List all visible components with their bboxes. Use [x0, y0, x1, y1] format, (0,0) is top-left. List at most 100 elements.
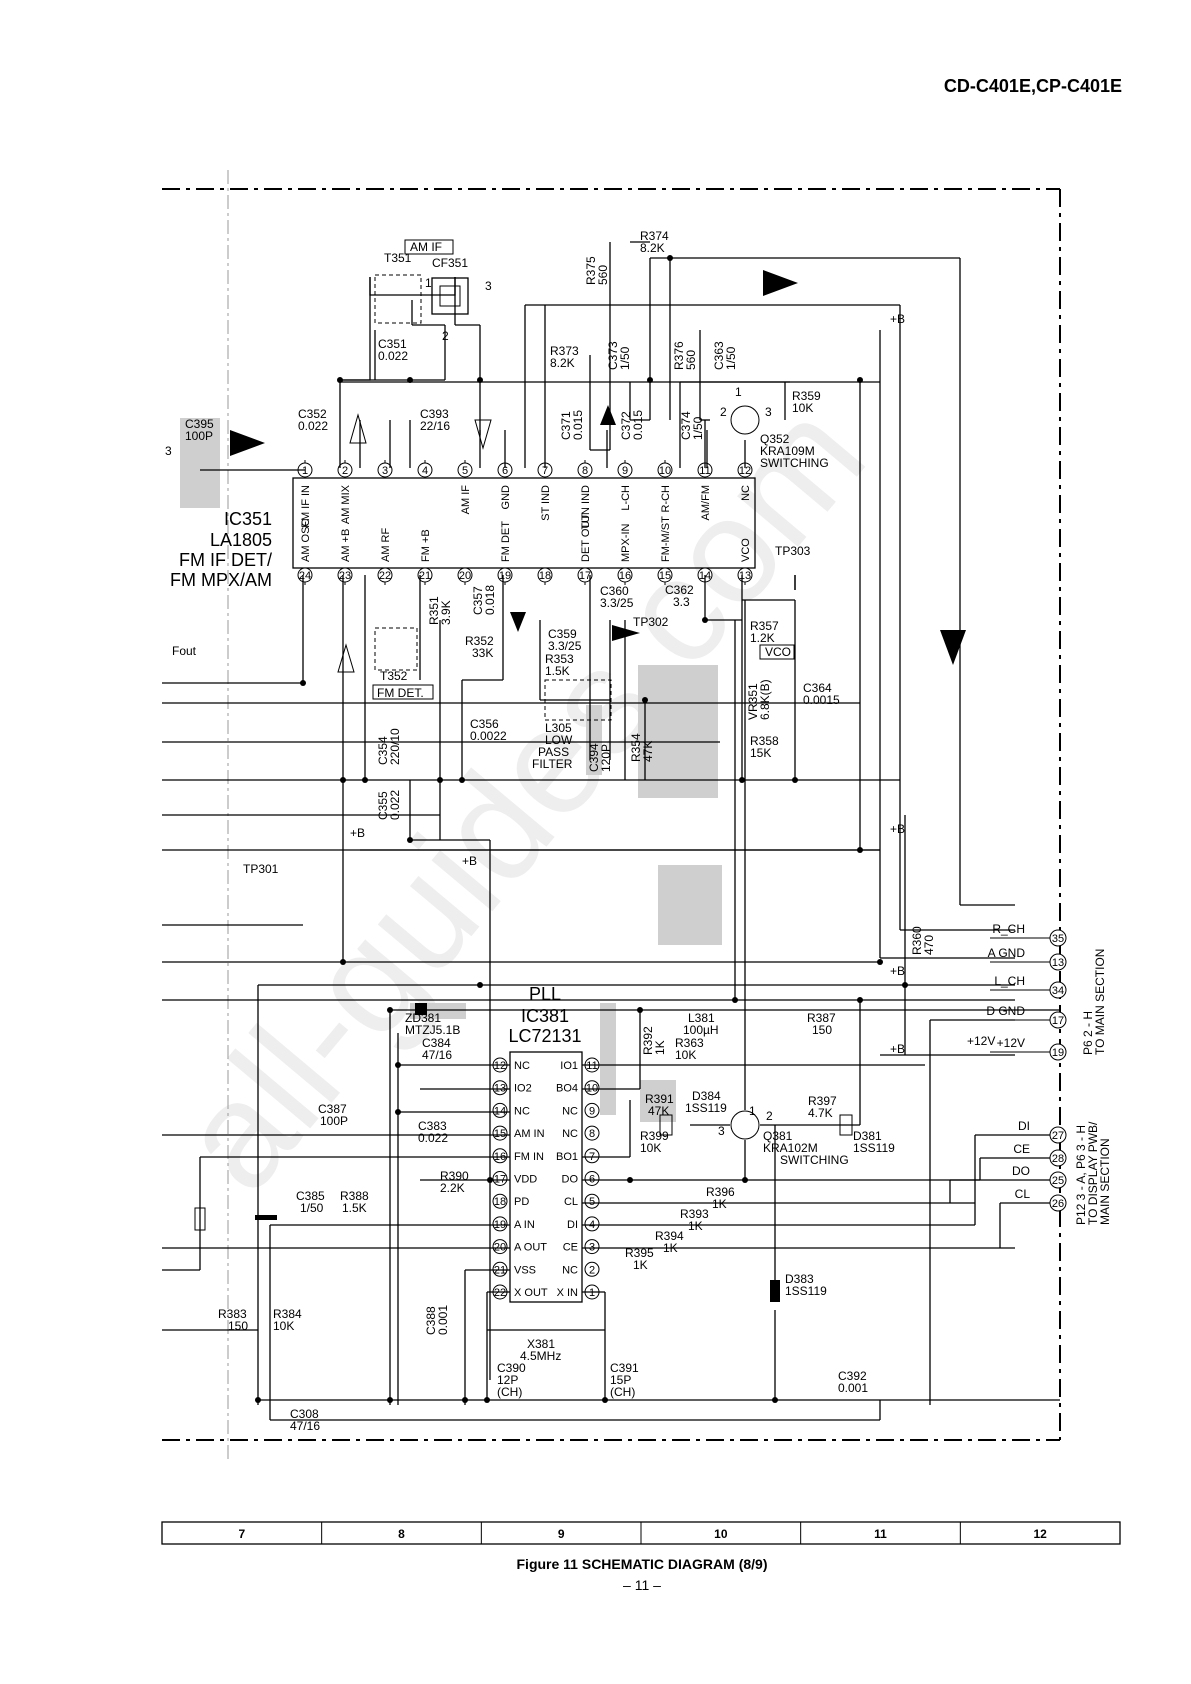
- svg-text:150: 150: [812, 1023, 832, 1037]
- svg-text:R390: R390: [440, 1169, 469, 1183]
- svg-text:R391: R391: [645, 1092, 674, 1106]
- svg-text:0.022: 0.022: [298, 419, 328, 433]
- svg-text:1K: 1K: [633, 1258, 648, 1272]
- grid-number: 12: [1033, 1527, 1047, 1541]
- ic351-pin-circle: [377, 567, 393, 583]
- ic351-body: [292, 477, 756, 569]
- svg-text:L305: L305: [545, 721, 572, 735]
- svg-text:R393: R393: [680, 1207, 709, 1221]
- svg-text:FM DET.: FM DET.: [377, 686, 424, 700]
- svg-text:1/50: 1/50: [691, 416, 705, 440]
- ic381-pin-circle: [492, 1171, 508, 1186]
- ic381-pin-number: 18: [494, 1196, 506, 1208]
- ic381-pin-circle: [584, 1171, 600, 1186]
- svg-text:KRA102M: KRA102M: [763, 1141, 818, 1155]
- wiring: [162, 241, 1060, 1421]
- ic351-pin-number: 18: [539, 570, 551, 582]
- ic381-pin-number: 22: [494, 1287, 506, 1299]
- svg-text:C387: C387: [318, 1102, 347, 1116]
- ic351-pin-label: AM RF: [380, 528, 392, 563]
- ic381-pin-number: 2: [589, 1264, 595, 1276]
- svg-text:AM IF: AM IF: [410, 240, 442, 254]
- connector-pin-number: 19: [1052, 1047, 1064, 1059]
- svg-text:CF351: CF351: [432, 256, 468, 270]
- ic381-pin-circle: [584, 1125, 600, 1141]
- svg-text:0.0015: 0.0015: [803, 693, 840, 707]
- ic351-pin-circle: [417, 462, 433, 478]
- ic381-pin-circle: [492, 1125, 508, 1141]
- ic381-pin-label: X OUT: [514, 1287, 548, 1299]
- ic351-pin-label: NC: [740, 485, 752, 501]
- signal-arrow-5: [510, 612, 526, 632]
- ic351-ref: IC351: [224, 509, 272, 529]
- grid-number: 8: [398, 1527, 405, 1541]
- grid-number: 7: [238, 1527, 245, 1541]
- connector-pin: [1049, 1194, 1067, 1212]
- svg-text:KRA109M: KRA109M: [760, 444, 815, 458]
- hollow-arrow-3: [337, 643, 355, 673]
- svg-text:(CH): (CH): [497, 1385, 522, 1399]
- svg-text:+B: +B: [890, 312, 905, 326]
- svg-text:+12V: +12V: [967, 1034, 995, 1048]
- svg-text:100P: 100P: [320, 1114, 348, 1128]
- ic351-pin-circle: [377, 462, 393, 478]
- ic381-pin-label: A OUT: [514, 1242, 547, 1254]
- ic381-pin-label: DO: [562, 1174, 579, 1186]
- svg-text:1SS119: 1SS119: [853, 1141, 895, 1155]
- svg-text:ZD381: ZD381: [405, 1011, 441, 1025]
- svg-text:C360: C360: [600, 584, 629, 598]
- svg-text:6.8K(B): 6.8K(B): [758, 679, 772, 720]
- svg-text:4.7K: 4.7K: [808, 1106, 833, 1120]
- svg-text:47K: 47K: [641, 741, 655, 762]
- svg-text:R394: R394: [655, 1229, 684, 1243]
- ic351-pin-number: 3: [382, 465, 388, 477]
- connector-label: A GND: [988, 946, 1026, 960]
- svg-text:R375: R375: [584, 256, 598, 285]
- highlight-area-2: [658, 865, 722, 945]
- model-header: CD-C401E,CP-C401E: [944, 76, 1122, 96]
- svg-text:47/16: 47/16: [422, 1048, 452, 1062]
- svg-text:C391: C391: [610, 1361, 639, 1375]
- svg-text:3.3/25: 3.3/25: [548, 639, 582, 653]
- connector-label: D GND: [986, 1004, 1025, 1018]
- connector-pin: [1049, 1126, 1067, 1144]
- svg-text:C356: C356: [470, 717, 499, 731]
- component-symbols: [194, 239, 966, 1302]
- ic351-pin-number: 19: [499, 570, 511, 582]
- svg-text:R388: R388: [340, 1189, 369, 1203]
- svg-text:X381: X381: [527, 1337, 555, 1351]
- ic351-pin-number: 2: [342, 465, 348, 477]
- ic381-pin-number: 1: [589, 1287, 595, 1299]
- ic351-pin-label: DET OUT: [580, 514, 592, 562]
- connector-pin-number: 17: [1052, 1015, 1064, 1027]
- ic351-pin-label: TUN IND: [580, 485, 592, 530]
- svg-text:1K: 1K: [663, 1241, 678, 1255]
- svg-text:R387: R387: [807, 1011, 836, 1025]
- svg-text:C383: C383: [418, 1119, 447, 1133]
- ic381-pin-circle: [584, 1148, 600, 1164]
- svg-text:C385: C385: [296, 1189, 325, 1203]
- svg-text:3: 3: [765, 405, 772, 419]
- svg-text:+B: +B: [890, 1042, 905, 1056]
- connector-pin: [1049, 929, 1067, 947]
- svg-text:LOW: LOW: [545, 733, 573, 747]
- svg-text:TO DISPLAY PWB/: TO DISPLAY PWB/: [1086, 1121, 1100, 1225]
- connector-label: DO: [1012, 1164, 1030, 1178]
- ic381-pin-number: 9: [589, 1105, 595, 1117]
- svg-text:0.022: 0.022: [378, 349, 408, 363]
- connector-pin-number: 27: [1052, 1130, 1064, 1142]
- svg-text:R358: R358: [750, 734, 779, 748]
- connector-notes: P6 2 - H TO MAIN SECTION P12 3 - A, P6 3…: [1074, 949, 1112, 1225]
- grid-number: 9: [558, 1527, 565, 1541]
- svg-text:R397: R397: [808, 1094, 837, 1108]
- svg-text:T352: T352: [380, 669, 408, 683]
- highlight-c395: [180, 418, 220, 508]
- ic351-pin-number: 16: [619, 570, 631, 582]
- ic381-pin-circle: [584, 1216, 600, 1232]
- svg-text:4.5MHz: 4.5MHz: [520, 1349, 561, 1363]
